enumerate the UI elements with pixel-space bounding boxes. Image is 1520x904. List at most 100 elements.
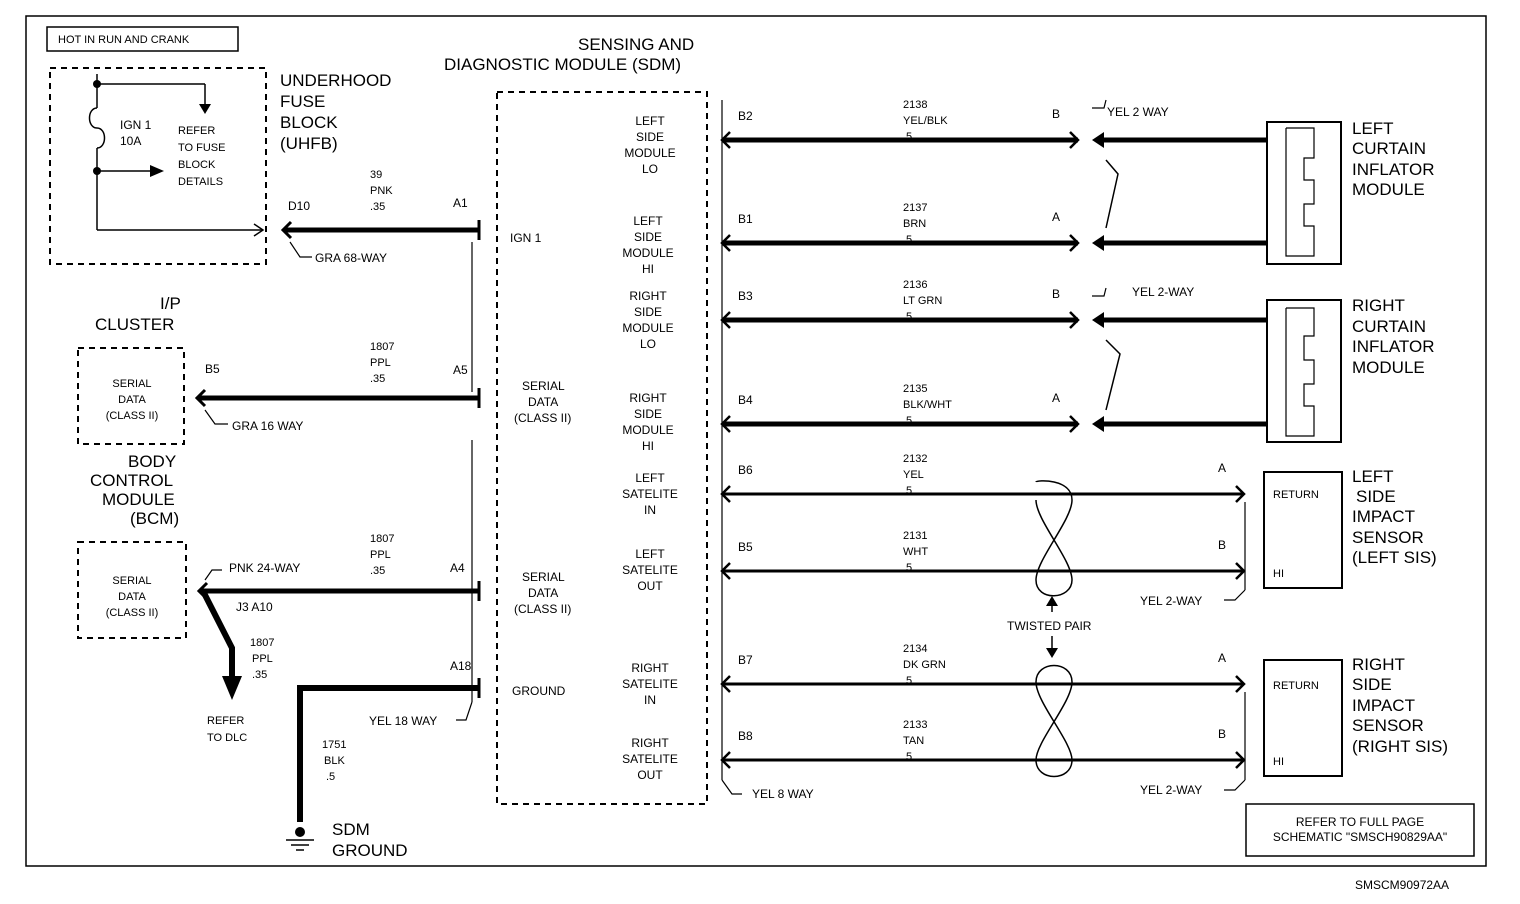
ipc-connector: GRA 16 WAY [232,419,303,433]
refer-full-box [1245,803,1475,857]
wire-label: .35 [370,565,385,577]
sdm-label: IGN 1 [510,231,542,245]
right-curtain-module [1266,299,1342,443]
sdm-label: SIDE [634,305,662,319]
arrow-left-icon [1092,132,1104,148]
sdm-label: DATA [528,586,558,600]
wire-label: 1807 [370,341,394,353]
wire-label: PPL [370,357,391,369]
sdm-label: IN [644,693,656,707]
sdm-label: LEFT [635,547,665,561]
twisted-pair-label: TWISTED PAIR [1007,619,1092,633]
wire-label: 1751 [322,739,346,751]
left-curtain-module [1266,121,1342,265]
wire-1751 [297,685,478,822]
terminal-mark [720,485,731,503]
arrow-left-icon [1092,312,1104,328]
pin-a4: A4 [450,561,465,575]
curtain-connector-left: YEL 2 WAY [1107,105,1169,119]
refer-text: BLOCK [178,159,216,171]
module-title: INFLATOR [1352,160,1435,179]
wire-label: .5 [326,771,335,783]
wire-label: 2137 [903,202,927,214]
uhfb-box [49,67,267,265]
terminal-label: B [1218,727,1226,741]
terminal-mark [720,311,731,329]
sdm-label: OUT [637,579,663,593]
module-title: SENSOR [1352,716,1424,735]
ipc-title: I/P [160,294,181,313]
sdm-label: LO [642,162,658,176]
sdm-label: (CLASS II) [514,411,571,425]
bcm-connector: PNK 24-WAY [229,561,300,575]
wire-label: 2132 [903,453,927,465]
terminal-mark [1235,485,1246,503]
sdm-ground-label: SDM [332,820,370,839]
bcm-label: SERIAL [112,575,151,587]
wire-to-dlc [200,589,235,680]
pin-label: B1 [738,212,753,226]
fuse-amps: 10A [120,134,141,148]
module-title: IMPACT [1352,696,1415,715]
sdm-connector-18: YEL 18 WAY [369,714,437,728]
wire-label: .5 [903,415,912,427]
arrow-left-icon [1092,416,1104,432]
sdm-label: SATELITE [622,752,678,766]
sdm-connector-8: YEL 8 WAY [752,787,814,801]
wire-label: .35 [252,669,267,681]
terminal-label: B [1218,538,1226,552]
connector-shape [1285,307,1315,437]
wire-label: 2133 [903,719,927,731]
pin-label: B6 [738,463,753,477]
refer-text: DETAILS [178,176,223,188]
right-sis-connector: YEL 2-WAY [1140,783,1202,797]
sdm-title: DIAGNOSTIC MODULE (SDM) [444,55,681,74]
wire-label: PNK [370,185,393,197]
wire-label: .5 [903,311,912,323]
sdm-label: LO [640,337,656,351]
module-title: INFLATOR [1352,337,1435,356]
wire-label: DK GRN [903,659,946,671]
terminal-label: B [1052,287,1060,301]
arrow-down-icon [199,104,211,114]
pin-b5: B5 [205,362,220,376]
sdm-label: IN [644,503,656,517]
curtain-connector-right: YEL 2-WAY [1132,285,1194,299]
uhfb-connector: GRA 68-WAY [315,251,387,265]
uhfb-title: FUSE [280,92,325,111]
uhfb: IGN 1 10A REFER TO FUSE BLOCK DETAILS [49,67,267,265]
arrow-down-icon [1046,648,1058,658]
pin-a5: A5 [453,363,468,377]
wire-label: 2134 [903,643,927,655]
bcm-title: MODULE [102,490,175,509]
module-title: LEFT [1352,119,1394,138]
wire-label: 2138 [903,99,927,111]
module-title: (LEFT SIS) [1352,548,1437,567]
uhfb-title: BLOCK [280,113,338,132]
sdm-label: SATELITE [622,563,678,577]
sdm-label: OUT [637,768,663,782]
module-title: SENSOR [1352,528,1424,547]
bcm-splice: J3 A10 [236,600,273,614]
sdm-ground-label: GROUND [332,841,408,860]
bcm-title: (BCM) [130,509,179,528]
wire-label: 2135 [903,383,927,395]
wire-label: PPL [252,653,273,665]
ground-icon [295,827,305,837]
refer-full-text: REFER TO FULL PAGE [1296,815,1424,829]
pin-label: B5 [738,540,753,554]
wire-label: .5 [903,131,912,143]
terminal-mark [1235,751,1246,769]
sdm-label: LEFT [633,214,663,228]
wire-label: .5 [903,562,912,574]
sensor-return: RETURN [1273,489,1319,501]
wire-label: .35 [370,373,385,385]
module-title: SIDE [1352,675,1392,694]
bcm-title: CONTROL [90,471,173,490]
pin-d10: D10 [288,199,310,213]
